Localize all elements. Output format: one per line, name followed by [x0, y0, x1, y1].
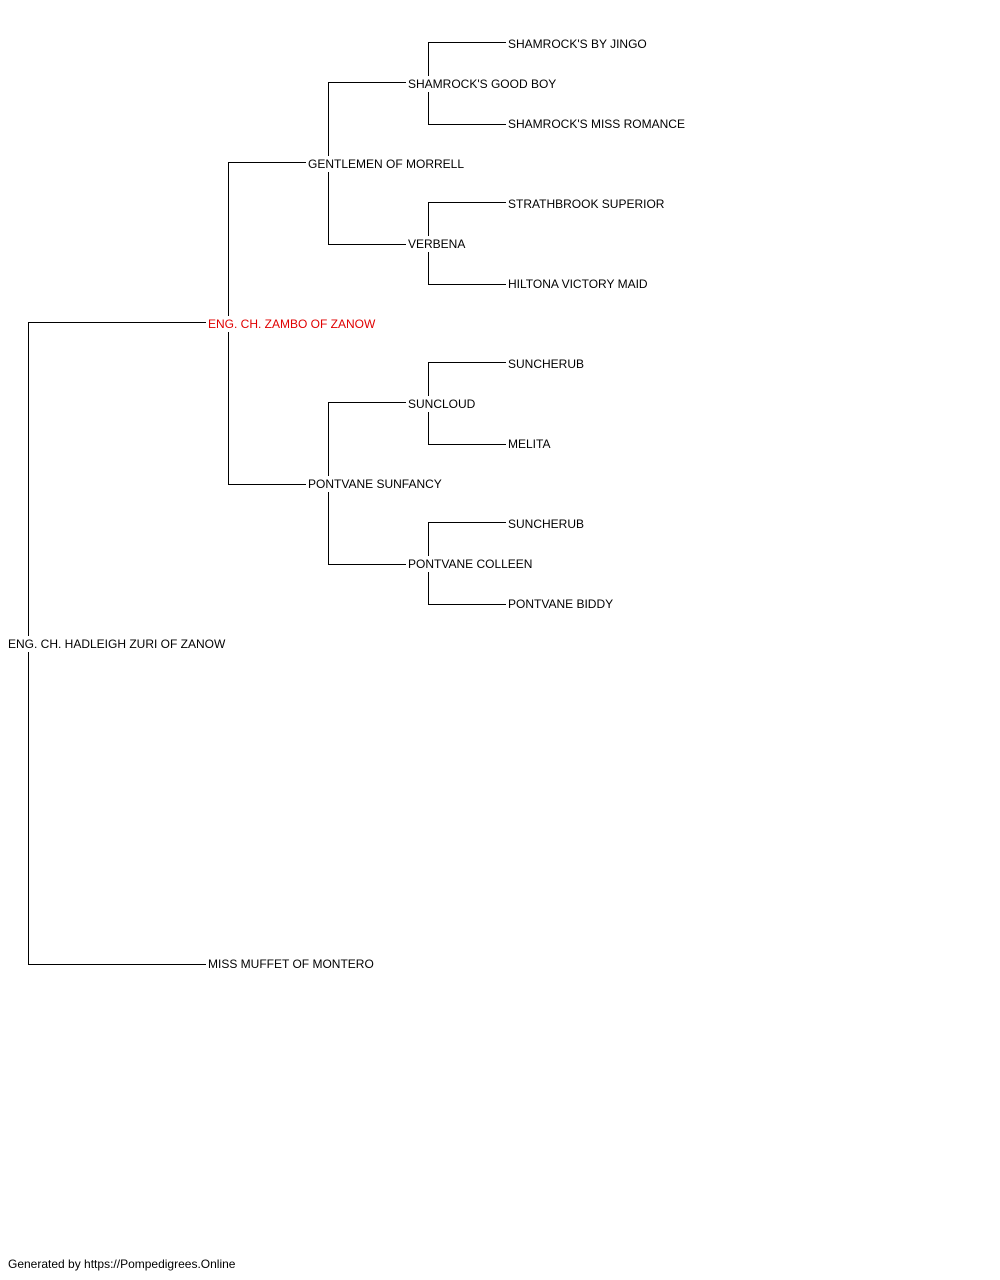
sire-sire-name: GENTLEMEN OF MORRELL [308, 157, 467, 171]
sire-name: ENG. CH. ZAMBO OF ZANOW [208, 317, 378, 331]
connector-ggd-4 [428, 572, 506, 605]
connector-sire-sire-dam [328, 172, 406, 245]
connector-sire-sire [228, 162, 306, 316]
ggd-name-2: HILTONA VICTORY MAID [508, 277, 650, 291]
subject-name: ENG. CH. HADLEIGH ZURI OF ZANOW [8, 637, 228, 651]
ggs-name-1: SHAMROCK'S BY JINGO [508, 37, 649, 51]
ggd-name-1: SHAMROCK'S MISS ROMANCE [508, 117, 687, 131]
connector-ggd-2 [428, 252, 506, 285]
sire-dam-name: PONTVANE SUNFANCY [308, 477, 444, 491]
connector-ggs-4 [428, 522, 506, 556]
sire-sire-sire-name: SHAMROCK'S GOOD BOY [408, 77, 559, 91]
connector-sire-dam [228, 332, 306, 485]
sire-dam-sire-name: SUNCLOUD [408, 397, 478, 411]
ggs-name-4: SUNCHERUB [508, 517, 587, 531]
connector-subject-sire [28, 322, 206, 636]
ggs-name-3: SUNCHERUB [508, 357, 587, 371]
ggs-name-2: STRATHBROOK SUPERIOR [508, 197, 667, 211]
dam-name: MISS MUFFET OF MONTERO [208, 957, 376, 971]
sire-sire-dam-name: VERBENA [408, 237, 468, 251]
connector-ggd-3 [428, 412, 506, 445]
connector-subject-dam [28, 652, 206, 965]
sire-dam-dam-name: PONTVANE COLLEEN [408, 557, 535, 571]
connector-ggs-2 [428, 202, 506, 236]
ggd-name-4: PONTVANE BIDDY [508, 597, 616, 611]
generated-by-footer: Generated by https://Pompedigrees.Online [8, 1257, 236, 1271]
connector-ggs-3 [428, 362, 506, 396]
ggd-name-3: MELITA [508, 437, 553, 451]
connector-sire-dam-sire [328, 402, 406, 476]
connector-sire-dam-dam [328, 492, 406, 565]
connector-ggs-1 [428, 42, 506, 76]
connector-ggd-1 [428, 92, 506, 125]
connector-sire-sire-sire [328, 82, 406, 156]
